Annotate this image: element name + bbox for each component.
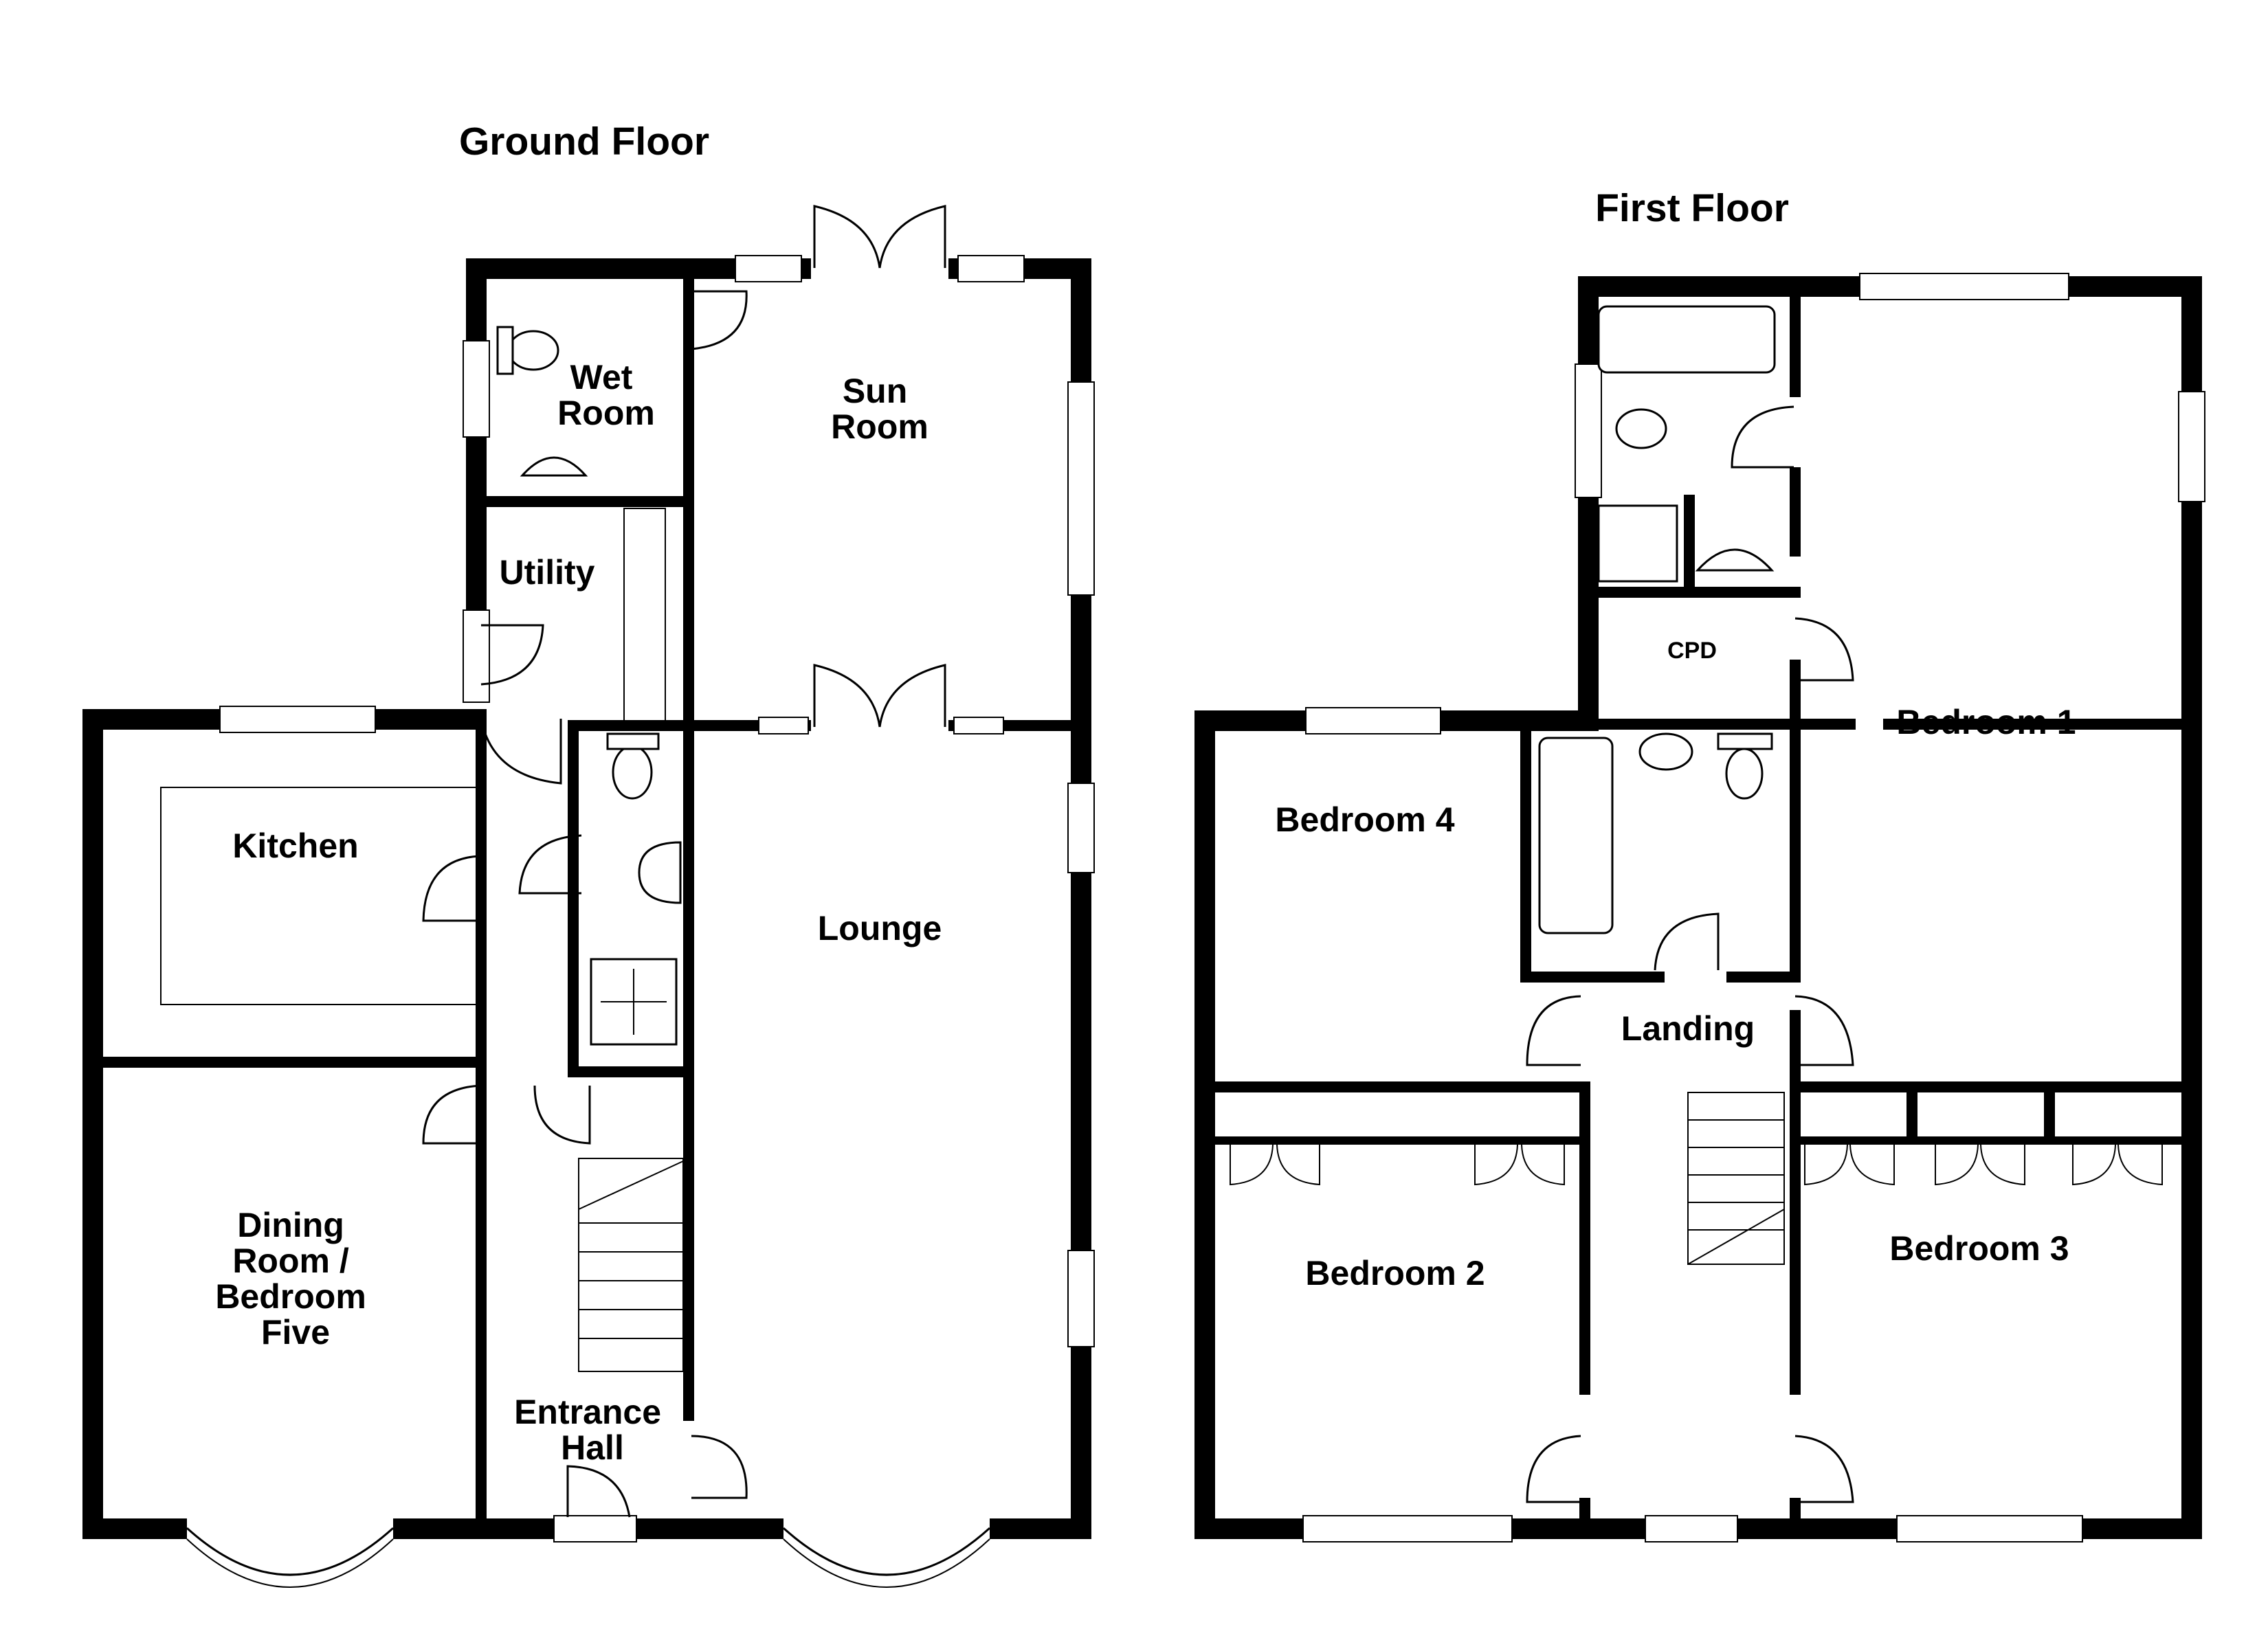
ground-floor-title: Ground Floor [459, 120, 709, 164]
utility-label: Utility [500, 553, 595, 592]
ground-fixtures [160, 326, 682, 1046]
bay-windows [186, 1515, 991, 1588]
ground-windows [219, 255, 1095, 1347]
bedroom-2-label: Bedroom 2 [1305, 1254, 1485, 1292]
kitchen-label: Kitchen [232, 827, 358, 865]
first-fixtures [1538, 305, 1776, 934]
cpd-label: CPD [1667, 638, 1717, 664]
first-room-labels: CPD Bedroom 1 Bedroom 4 Landing Bedroom … [1275, 638, 2076, 1292]
sun-room-label: Sun Room [831, 372, 929, 446]
lounge-label: Lounge [818, 909, 942, 947]
entrance-hall-label: Entrance Hall [514, 1393, 671, 1467]
ground-floor-plan: Ground Floor [82, 120, 1095, 1588]
bedroom-3-label: Bedroom 3 [1889, 1229, 2069, 1268]
ground-walls [82, 258, 1091, 1539]
first-windows [1302, 273, 2205, 1543]
wet-room-label: Wet Room [557, 358, 655, 432]
dining-room-label: Dining Room / Bedroom Five [215, 1206, 375, 1351]
first-floor-title: First Floor [1595, 186, 1789, 230]
first-stairs [1687, 1092, 1785, 1265]
bedroom-4-label: Bedroom 4 [1275, 800, 1454, 839]
bedroom-1-label: Bedroom 1 [1896, 703, 2076, 741]
first-doors [1230, 405, 2163, 1503]
landing-label: Landing [1621, 1009, 1755, 1048]
first-floor-plan: First Floor [1194, 186, 2205, 1543]
first-walls [1194, 276, 2202, 1539]
ground-doors [422, 205, 948, 1518]
ground-stairs [578, 1158, 684, 1372]
ground-room-labels: Wet Room Sun Room Utility Kitchen Lounge… [215, 358, 942, 1467]
